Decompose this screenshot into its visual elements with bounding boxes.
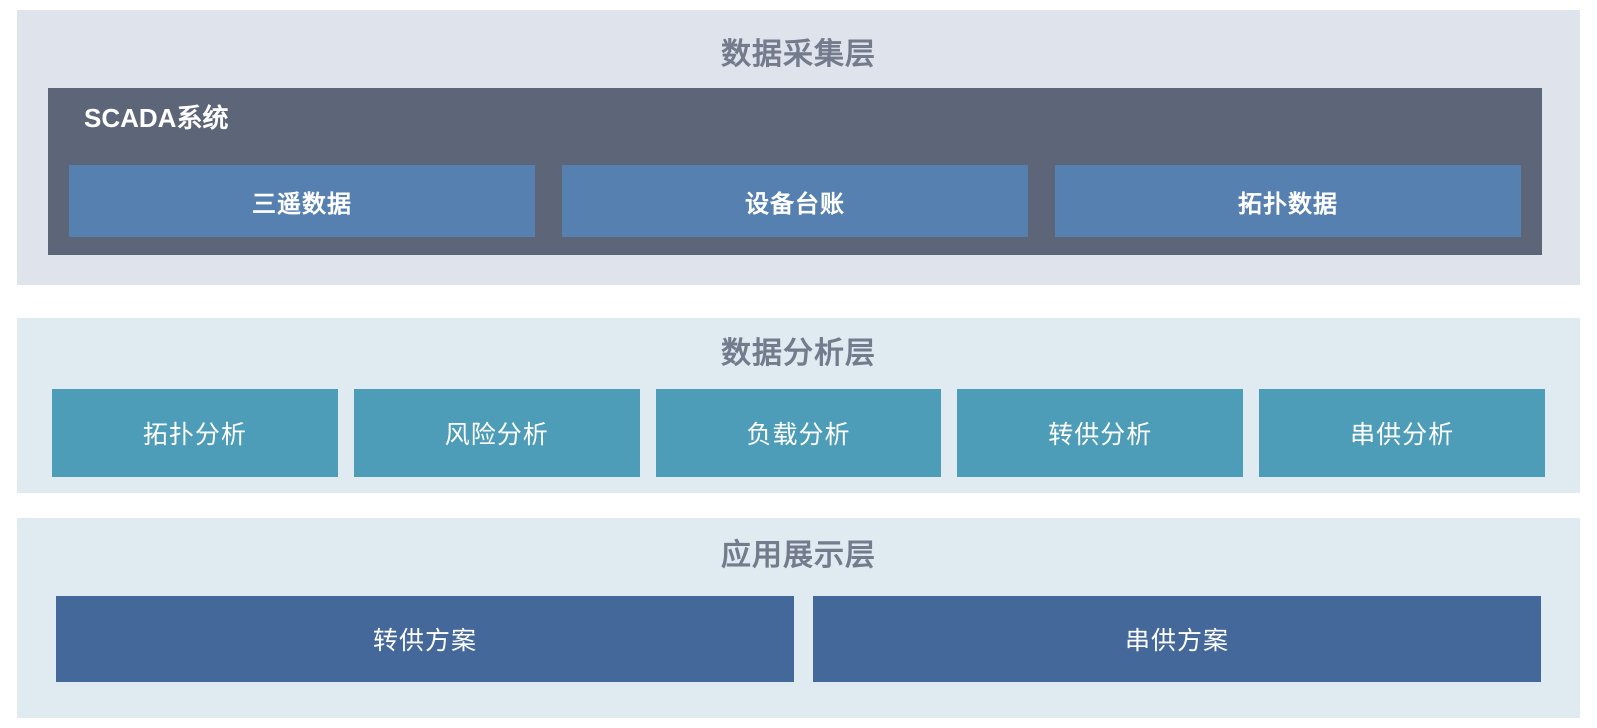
application-item-transfer-supply-plan[interactable]: 转供方案	[56, 596, 794, 682]
scada-item-equipment-ledger[interactable]: 设备台账	[562, 165, 1028, 237]
analysis-item-transfer-supply[interactable]: 转供分析	[957, 389, 1244, 477]
layer-data-acquisition: 数据采集层 SCADA系统 三遥数据 设备台账 拓扑数据	[17, 10, 1580, 285]
layer-data-analysis: 数据分析层 拓扑分析 风险分析 负载分析 转供分析 串供分析	[17, 318, 1580, 493]
layer-application-presentation: 应用展示层 转供方案 串供方案	[17, 518, 1580, 718]
layer-title-application-presentation: 应用展示层	[721, 539, 876, 572]
analysis-item-risk[interactable]: 风险分析	[353, 389, 640, 477]
analysis-item-series-supply[interactable]: 串供分析	[1259, 389, 1545, 477]
analysis-item-load[interactable]: 负载分析	[655, 389, 942, 477]
scada-item-telemetry[interactable]: 三遥数据	[69, 165, 535, 237]
scada-item-topology-data[interactable]: 拓扑数据	[1055, 165, 1521, 237]
application-item-list: 转供方案 串供方案	[56, 596, 1541, 682]
scada-group-panel: SCADA系统 三遥数据 设备台账 拓扑数据	[48, 88, 1542, 255]
layer-title-data-analysis: 数据分析层	[721, 337, 876, 370]
layer-title-data-acquisition: 数据采集层	[721, 38, 876, 71]
application-item-series-supply-plan[interactable]: 串供方案	[813, 596, 1541, 682]
scada-group-label: SCADA系统	[84, 103, 229, 133]
scada-item-list: 三遥数据 设备台账 拓扑数据	[69, 165, 1521, 237]
analysis-item-topology[interactable]: 拓扑分析	[52, 389, 338, 477]
analysis-item-list: 拓扑分析 风险分析 负载分析 转供分析 串供分析	[52, 389, 1545, 477]
